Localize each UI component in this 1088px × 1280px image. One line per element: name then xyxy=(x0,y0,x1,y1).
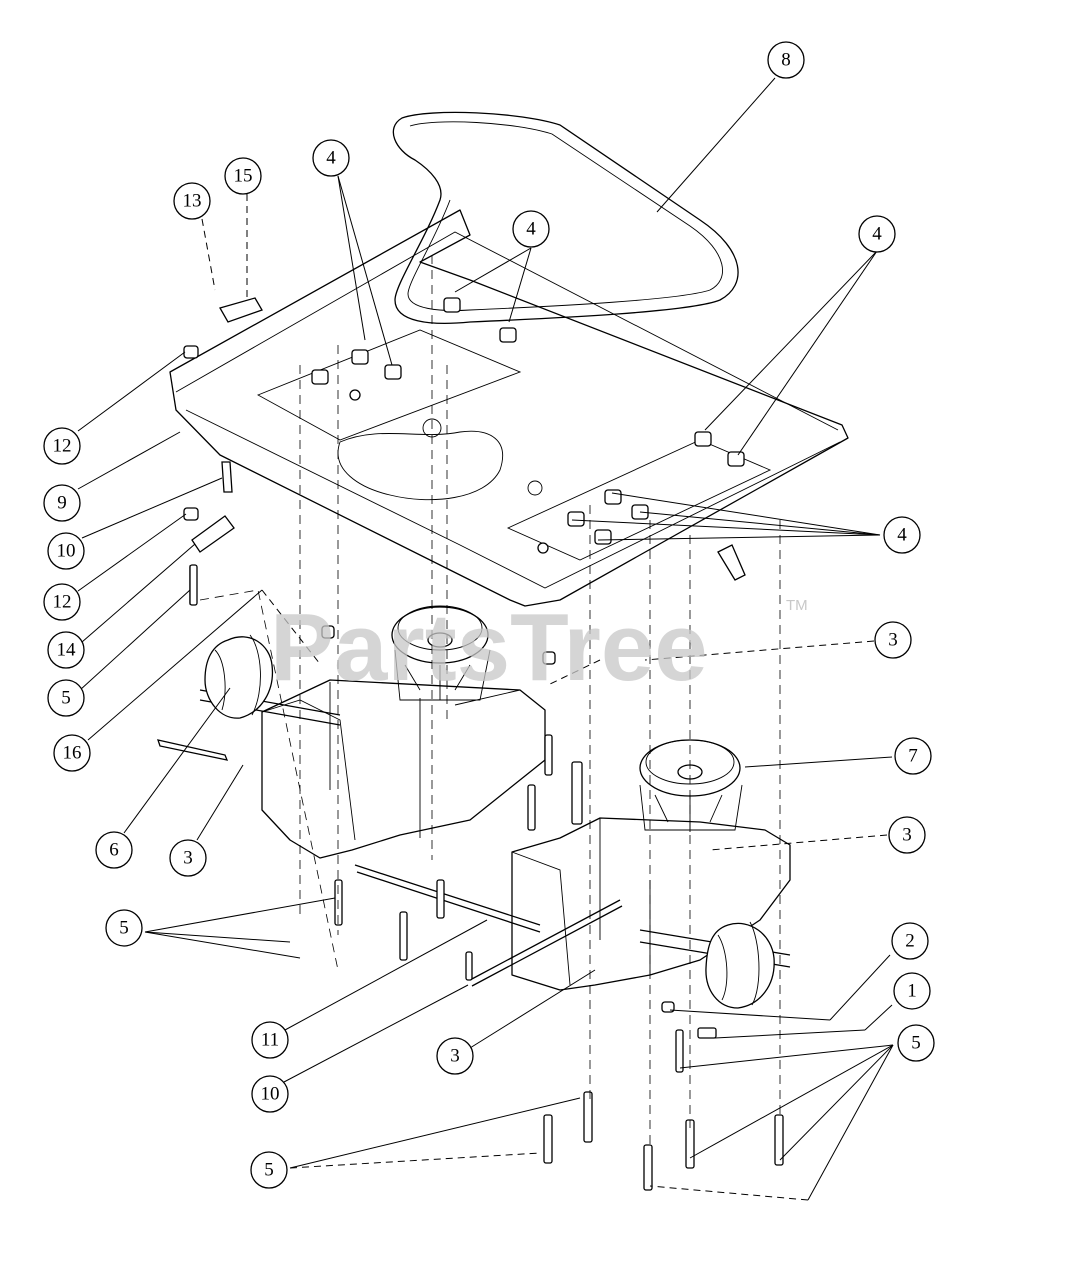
callout-9[interactable]: 9 xyxy=(43,484,81,522)
left-pulley-groove xyxy=(397,605,483,651)
right-wheel-hub xyxy=(705,922,775,1009)
svg-text:4: 4 xyxy=(526,219,536,240)
svg-text:3: 3 xyxy=(450,1046,460,1067)
callout-10-b[interactable]: 10 xyxy=(251,1075,289,1113)
svg-text:11: 11 xyxy=(261,1030,279,1051)
spacer-14 xyxy=(191,515,235,553)
callout-8[interactable]: 8 xyxy=(767,41,805,79)
left-fan xyxy=(394,649,491,701)
frame-lower-edge xyxy=(185,409,841,589)
callout-5-d[interactable]: 5 xyxy=(250,1151,288,1189)
svg-text:8: 8 xyxy=(781,50,791,71)
svg-text:4: 4 xyxy=(897,525,907,546)
svg-text:4: 4 xyxy=(326,148,336,169)
svg-text:7: 7 xyxy=(908,746,918,767)
nut-12-lower xyxy=(183,507,199,521)
callout-4-d[interactable]: 4 xyxy=(883,516,921,554)
callout-3-c[interactable]: 3 xyxy=(888,816,926,854)
linkage-rod-11 xyxy=(354,864,541,933)
drawing xyxy=(157,111,849,1191)
bolts xyxy=(157,564,784,1191)
callout-3-d[interactable]: 3 xyxy=(436,1037,474,1075)
callout-4-b[interactable]: 4 xyxy=(512,210,550,248)
leader-lines xyxy=(77,77,894,1201)
callout-16[interactable]: 16 xyxy=(53,734,91,772)
svg-text:3: 3 xyxy=(183,848,193,869)
drive-belt-inner xyxy=(407,121,723,311)
svg-text:1: 1 xyxy=(907,981,917,1002)
svg-text:4: 4 xyxy=(872,224,882,245)
right-hub-flange xyxy=(717,921,760,1006)
left-pulley-hub xyxy=(427,632,453,648)
bracket-13-15 xyxy=(219,297,263,323)
linkage-rod-10 xyxy=(469,899,623,987)
svg-text:12: 12 xyxy=(53,592,72,613)
callout-4-c[interactable]: 4 xyxy=(858,215,896,253)
callout-14[interactable]: 14 xyxy=(47,631,85,669)
frame-nuts xyxy=(311,297,745,554)
bracket-right xyxy=(717,544,746,581)
watermark: PartsTree xyxy=(270,594,708,701)
right-transmission-housing xyxy=(511,817,791,991)
svg-text:9: 9 xyxy=(57,493,67,514)
svg-text:14: 14 xyxy=(57,640,77,661)
svg-text:16: 16 xyxy=(63,743,82,764)
callout-5-c[interactable]: 5 xyxy=(897,1024,935,1062)
svg-text:5: 5 xyxy=(119,918,129,939)
callout-5-b[interactable]: 5 xyxy=(105,909,143,947)
drive-belt xyxy=(392,111,739,325)
callout-11[interactable]: 11 xyxy=(251,1021,289,1059)
callout-4-a[interactable]: 4 xyxy=(312,139,350,177)
callout-6[interactable]: 6 xyxy=(95,831,133,869)
frame-plate xyxy=(169,209,849,607)
right-transmission-face xyxy=(511,818,651,986)
callout-7[interactable]: 7 xyxy=(894,737,932,775)
left-hub-flange xyxy=(214,634,261,716)
callout-2[interactable]: 2 xyxy=(891,922,929,960)
svg-text:5: 5 xyxy=(264,1160,274,1181)
callout-10-a[interactable]: 10 xyxy=(47,532,85,570)
callout-3-b[interactable]: 3 xyxy=(169,839,207,877)
svg-text:10: 10 xyxy=(261,1084,280,1105)
frame-cutout xyxy=(337,430,504,501)
svg-text:3: 3 xyxy=(902,825,912,846)
left-transmission-box xyxy=(329,682,521,838)
svg-text:15: 15 xyxy=(234,166,253,187)
callout-1[interactable]: 1 xyxy=(893,972,931,1010)
callout-3-a[interactable]: 3 xyxy=(874,621,912,659)
left-transmission-housing xyxy=(261,679,546,859)
callout-12-b[interactable]: 12 xyxy=(43,583,81,621)
frame-top-edge xyxy=(175,231,839,431)
assembly-axes xyxy=(199,255,781,1148)
nut-12-upper xyxy=(183,345,199,359)
svg-text:6: 6 xyxy=(109,840,119,861)
svg-text:13: 13 xyxy=(183,191,202,212)
svg-text:5: 5 xyxy=(911,1033,921,1054)
svg-text:5: 5 xyxy=(61,688,71,709)
callout-13[interactable]: 13 xyxy=(173,182,211,220)
frame-hole xyxy=(527,480,543,496)
right-fan xyxy=(639,784,743,832)
left-transmission-face xyxy=(261,699,356,841)
watermark-tm: TM xyxy=(786,597,808,614)
svg-text:2: 2 xyxy=(905,931,915,952)
callouts: 8 13 15 4 4 4 12 9 10 12 14 5 16 4 3 7 6… xyxy=(43,41,935,1189)
frame-inner-plate-left xyxy=(256,329,522,441)
svg-text:3: 3 xyxy=(888,630,898,651)
callout-12-a[interactable]: 12 xyxy=(43,427,81,465)
callout-15[interactable]: 15 xyxy=(224,157,262,195)
svg-text:10: 10 xyxy=(57,541,76,562)
frame-inner-plate-right xyxy=(506,439,772,561)
left-wheel-hub xyxy=(204,636,274,719)
callout-5-a[interactable]: 5 xyxy=(47,679,85,717)
svg-text:12: 12 xyxy=(53,436,72,457)
pin-10-upper xyxy=(221,461,233,493)
